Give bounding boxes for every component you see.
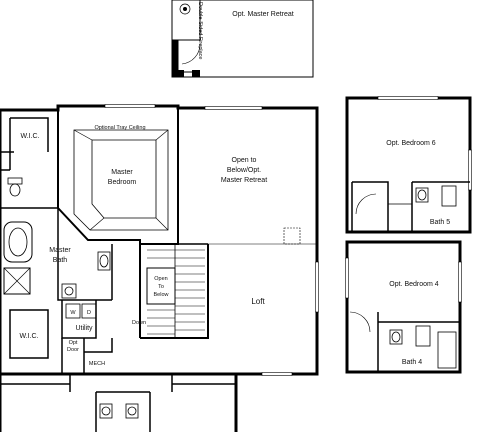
- bath-4-label: Bath 4: [402, 359, 422, 366]
- master-bedroom-label-2: Bedroom: [108, 179, 137, 186]
- bath-5-label: Bath 5: [430, 219, 450, 226]
- open-to-below-label-2: Below/Opt.: [227, 167, 261, 174]
- dryer-label: D: [87, 310, 91, 316]
- utility-label: Utility: [75, 325, 93, 332]
- wic-top-label: W.I.C.: [20, 133, 39, 140]
- mech-label: MECH: [89, 361, 105, 367]
- opt-bedroom-6-walls: [345, 96, 472, 234]
- stair-open-label-3: Below: [154, 292, 169, 298]
- loft-label: Loft: [251, 297, 265, 306]
- master-bath-label-1: Master: [49, 247, 71, 254]
- stair-open-label-1: Open: [154, 276, 167, 282]
- master-bath-label-2: Bath: [53, 257, 68, 264]
- fireplace-icon: [179, 3, 191, 15]
- opt-bedroom-4-label: Opt. Bedroom 4: [389, 281, 439, 288]
- opt-door-label-2: Door: [67, 347, 79, 353]
- opt-master-retreat-area: [171, 0, 314, 78]
- opt-bedroom-6-label: Opt. Bedroom 6: [386, 140, 436, 147]
- down-label: Down: [132, 320, 146, 326]
- master-bedroom-label-1: Master: [111, 169, 133, 176]
- open-to-below-label-3: Master Retreat: [221, 177, 267, 184]
- washer-label: W: [70, 310, 76, 316]
- open-to-below-label-1: Open to: [232, 157, 257, 164]
- double-sided-fireplace-label: Double-Sided Fireplace: [197, 2, 203, 59]
- optional-tray-ceiling-label: Optional Tray Ceiling: [94, 125, 145, 131]
- opt-master-retreat-label: Opt. Master Retreat: [232, 11, 294, 18]
- plumbing-fixtures: [7, 177, 139, 419]
- wic-bottom-label: W.I.C.: [19, 333, 38, 340]
- main-floor-walls: [0, 104, 319, 432]
- opt-door-label-1: Opt: [69, 340, 78, 346]
- stair-open-label-2: To: [158, 284, 164, 290]
- opt-bedroom-4-walls: [345, 240, 462, 374]
